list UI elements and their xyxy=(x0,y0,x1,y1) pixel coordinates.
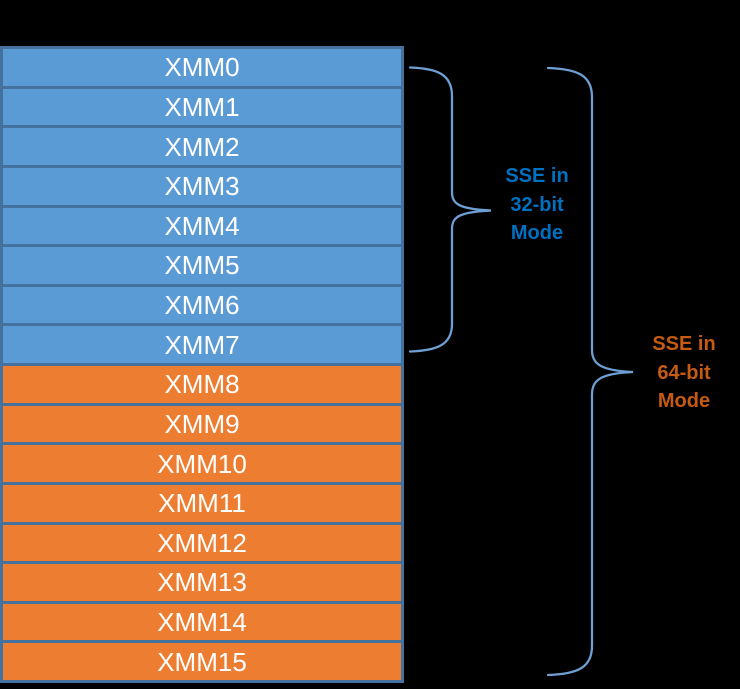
register-row-xmm4: XMM4 xyxy=(3,204,401,245)
sse64-mode-label: SSE in 64-bit Mode xyxy=(644,330,724,416)
sse64-brace xyxy=(546,66,634,677)
sse64-mode-label-line1: SSE in xyxy=(652,333,716,355)
register-label: XMM15 xyxy=(157,646,247,677)
register-label: XMM3 xyxy=(164,171,240,202)
register-label: XMM14 xyxy=(157,607,247,638)
register-label: XMM1 xyxy=(164,91,240,122)
register-table: XMM0 XMM1 XMM2 XMM3 XMM4 XMM5 XMM6 XMM7 … xyxy=(0,46,404,683)
register-label: XMM12 xyxy=(157,527,247,558)
register-label: XMM11 xyxy=(158,488,246,519)
register-label: XMM7 xyxy=(164,329,240,360)
register-row-xmm2: XMM2 xyxy=(3,125,401,165)
register-row-xmm1: XMM1 xyxy=(3,85,401,126)
register-label: XMM13 xyxy=(157,567,247,598)
sse32-mode-label-line2: 32-bit xyxy=(510,193,564,216)
register-row-xmm10: XMM10 xyxy=(3,442,401,482)
register-row-xmm11: XMM11 xyxy=(3,481,401,522)
sse32-mode-label-line3: Mode xyxy=(510,222,564,244)
register-row-xmm8: XMM8 xyxy=(3,363,401,403)
register-row-xmm6: XMM6 xyxy=(3,283,401,324)
register-row-xmm13: XMM13 xyxy=(3,561,401,601)
sse64-mode-label-line3: Mode xyxy=(657,390,711,412)
register-label: XMM6 xyxy=(164,290,240,321)
register-row-xmm12: XMM12 xyxy=(3,521,401,562)
register-label: XMM8 xyxy=(164,369,240,400)
register-row-xmm7: XMM7 xyxy=(3,323,401,363)
register-row-xmm5: XMM5 xyxy=(3,244,401,284)
sse64-mode-label-line2: 64-bit xyxy=(657,361,711,384)
register-label: XMM9 xyxy=(164,408,240,439)
register-row-xmm0: XMM0 xyxy=(3,49,401,86)
register-row-xmm14: XMM14 xyxy=(3,600,401,641)
register-row-xmm15: XMM15 xyxy=(3,640,401,680)
register-label: XMM4 xyxy=(164,210,240,241)
sse32-mode-label: SSE in 32-bit Mode xyxy=(497,162,577,248)
register-row-xmm9: XMM9 xyxy=(3,402,401,443)
sse32-brace xyxy=(408,66,492,353)
register-label: XMM10 xyxy=(157,448,247,479)
register-label: XMM2 xyxy=(164,131,240,162)
register-label: XMM5 xyxy=(164,250,240,281)
sse32-mode-label-line1: SSE in xyxy=(505,165,569,187)
register-row-xmm3: XMM3 xyxy=(3,164,401,205)
register-label: XMM0 xyxy=(164,52,240,83)
